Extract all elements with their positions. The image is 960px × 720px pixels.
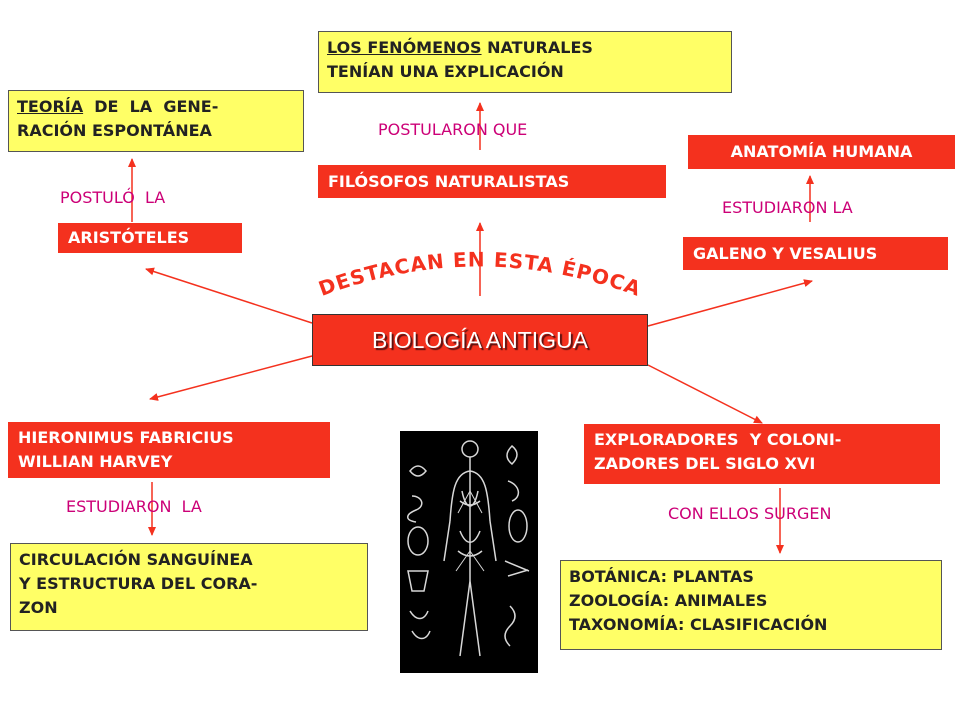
- arrow-to-fabricius: [149, 355, 313, 401]
- fenomenos-line2: TENÍAN UNA EXPLICACIÓN: [327, 62, 564, 81]
- label-estudiaron-la-left: ESTUDIARON LA: [66, 497, 202, 516]
- box-anatomia: ANATOMÍA HUMANA: [688, 135, 955, 169]
- botanica-line1: BOTÁNICA: PLANTAS: [569, 567, 754, 586]
- box-filosofos: FILÓSOFOS NATURALISTAS: [318, 165, 666, 198]
- arrow-to-galeno: [647, 279, 813, 327]
- teoria-underlined: TEORÍA: [17, 97, 84, 116]
- label-postulo-la: POSTULÓ LA: [60, 188, 166, 207]
- fabricius-line1: HIERONIMUS FABRICIUS: [18, 428, 234, 447]
- box-circulacion: CIRCULACIÓN SANGUÍNEA Y ESTRUCTURA DEL C…: [10, 543, 368, 631]
- fabricius-line2: WILLIAN HARVEY: [18, 452, 173, 471]
- label-postularon-que: POSTULARON QUE: [378, 120, 528, 139]
- label-estudiaron-la-right: ESTUDIARON LA: [722, 198, 853, 217]
- arrow-to-exploradores: [647, 364, 763, 424]
- exploradores-line1: EXPLORADORES Y COLONI-: [594, 430, 842, 449]
- arrow-to-aristoteles: [145, 267, 313, 324]
- circulacion-line3: ZON: [19, 598, 58, 617]
- svg-text:DESTACAN EN ESTA ÉPOCA: DESTACAN EN ESTA ÉPOCA: [315, 247, 644, 301]
- botanica-line2: ZOOLOGÍA: ANIMALES: [569, 591, 768, 610]
- box-teoria: TEORÍA DE LA GENE- RACIÓN ESPONTÁNEA: [8, 90, 304, 152]
- box-fabricius: HIERONIMUS FABRICIUS WILLIAN HARVEY: [8, 422, 330, 478]
- box-fenomenos: LOS FENÓMENOS NATURALES TENÍAN UNA EXPLI…: [318, 31, 732, 93]
- central-node: BIOLOGÍA ANTIGUA: [312, 314, 648, 366]
- exploradores-line2: ZADORES DEL SIGLO XVI: [594, 454, 816, 473]
- circulacion-line2: Y ESTRUCTURA DEL CORA-: [19, 574, 258, 593]
- teoria-line2: RACIÓN ESPONTÁNEA: [17, 121, 212, 140]
- box-galeno: GALENO Y VESALIUS: [683, 237, 948, 270]
- fenomenos-rest: NATURALES: [481, 38, 593, 57]
- anatomy-illustration: [400, 431, 538, 673]
- box-botanica: BOTÁNICA: PLANTAS ZOOLOGÍA: ANIMALES TAX…: [560, 560, 942, 650]
- fenomenos-underlined: LOS FENÓMENOS: [327, 38, 482, 57]
- botanica-line3: TAXONOMÍA: CLASIFICACIÓN: [569, 615, 828, 634]
- label-con-ellos-surgen: CON ELLOS SURGEN: [668, 504, 832, 523]
- teoria-rest: DE LA GENE-: [83, 97, 219, 116]
- circulacion-line1: CIRCULACIÓN SANGUÍNEA: [19, 550, 253, 569]
- box-aristoteles: ARISTÓTELES: [58, 223, 242, 253]
- arc-label-text: DESTACAN EN ESTA ÉPOCA: [315, 247, 643, 301]
- box-exploradores: EXPLORADORES Y COLONI- ZADORES DEL SIGLO…: [584, 424, 940, 484]
